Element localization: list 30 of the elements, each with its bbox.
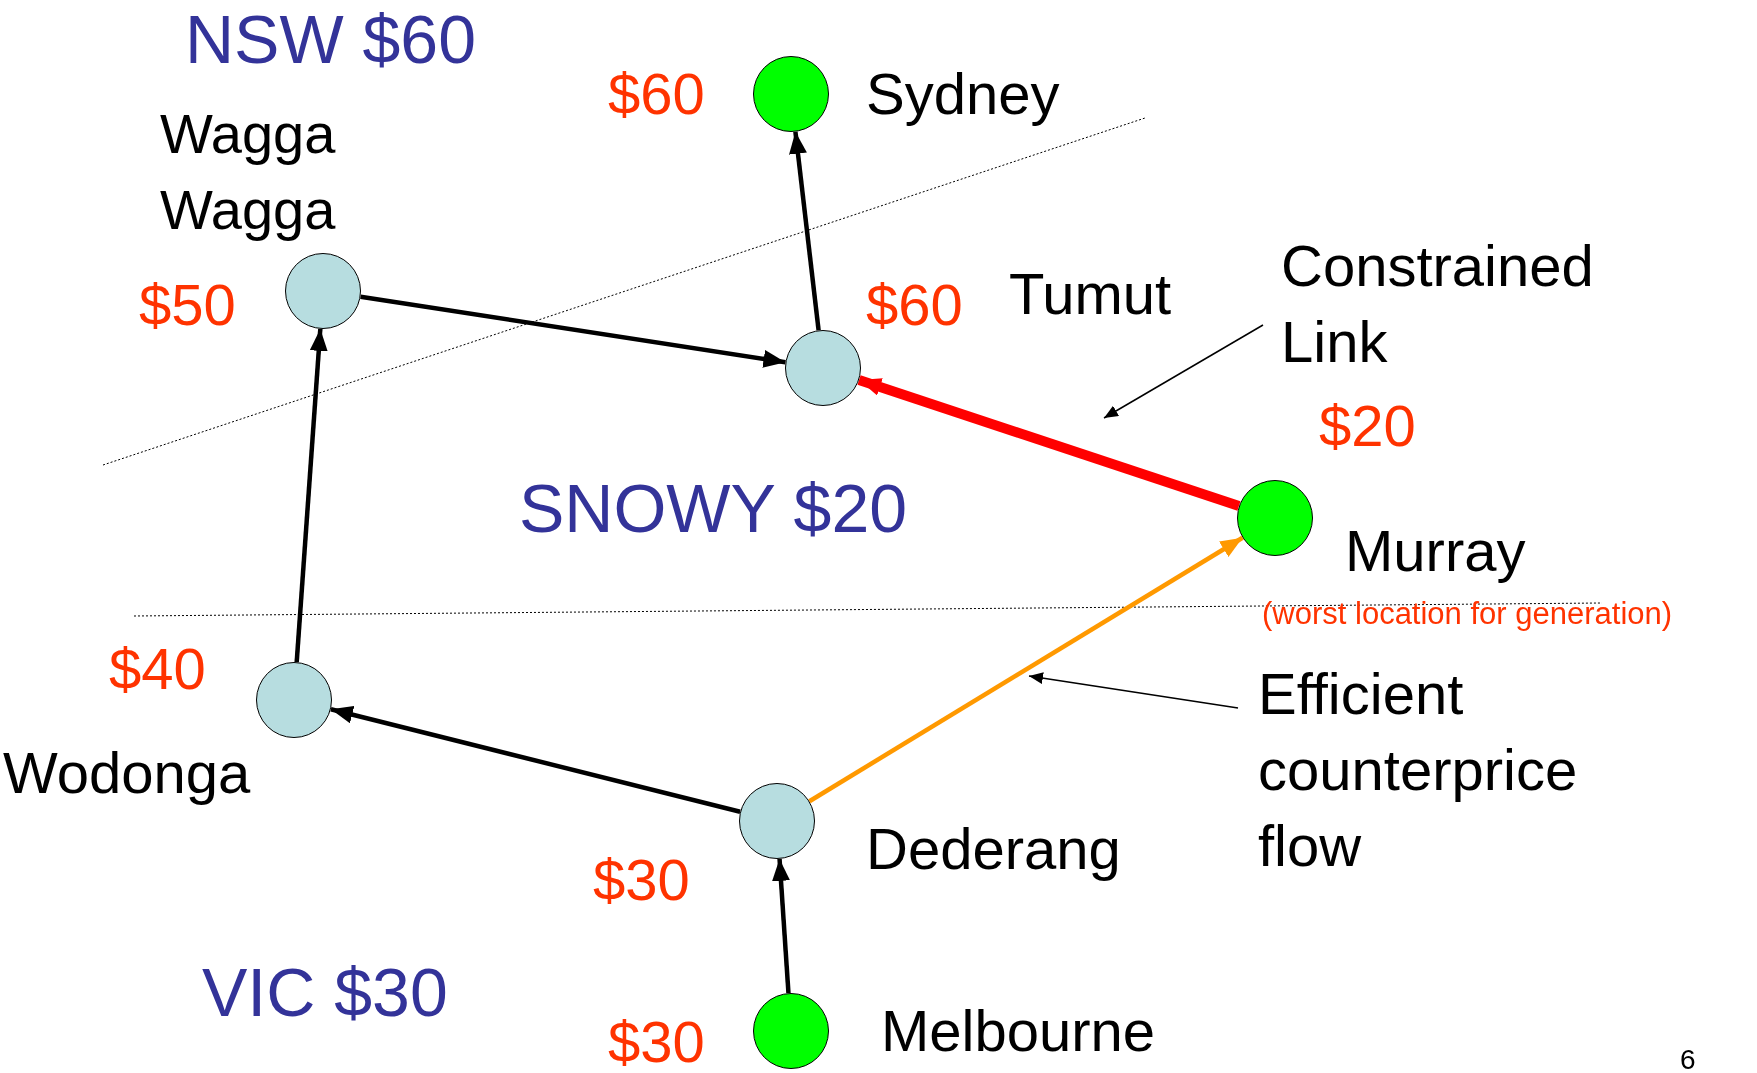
- page-number: 6: [1680, 1042, 1696, 1073]
- price-label: $30: [608, 1007, 705, 1073]
- arrow: [294, 328, 328, 663]
- note-text: (worst location for generation): [1262, 594, 1673, 633]
- annotation-text: Constrained Link: [1281, 232, 1595, 376]
- arrow: [360, 294, 786, 368]
- leader-line: [1103, 324, 1264, 419]
- region-label: SNOWY $20: [519, 468, 907, 548]
- node-name: Wodonga: [3, 738, 251, 807]
- arrow: [857, 375, 1241, 511]
- node-name: Melbourne: [881, 996, 1156, 1065]
- region-label: NSW $60: [185, 0, 476, 79]
- leader-line: [1028, 672, 1239, 709]
- region-label: VIC $30: [202, 952, 448, 1032]
- price-label: $60: [608, 59, 705, 128]
- node-name: Sydney: [866, 59, 1060, 128]
- price-label: $30: [593, 845, 690, 914]
- price-label: $60: [866, 270, 963, 339]
- node-name: Dederang: [866, 814, 1121, 883]
- arrow: [789, 131, 821, 331]
- node-name: Wagga Wagga: [160, 101, 337, 243]
- arrow: [330, 705, 741, 814]
- node-name: Tumut: [1009, 259, 1172, 328]
- price-label: $50: [139, 270, 236, 339]
- arrow: [808, 535, 1244, 804]
- annotation-text: Efficient counterprice flow: [1258, 660, 1579, 880]
- arrow: [772, 858, 791, 994]
- node-name: Murray: [1345, 516, 1526, 585]
- price-label: $40: [109, 634, 206, 703]
- price-label: $20: [1319, 391, 1416, 460]
